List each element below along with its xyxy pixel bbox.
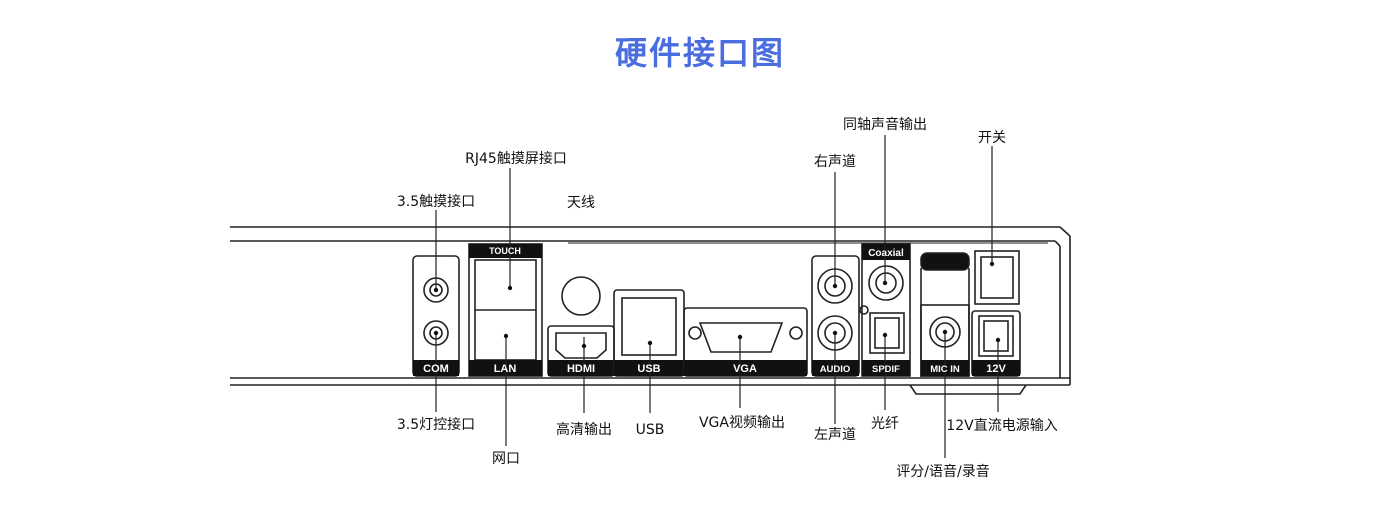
callout-vga-output: VGA视频输出: [699, 415, 785, 431]
antenna-connector: [561, 276, 601, 316]
coaxial-port-label: Coaxial: [868, 248, 904, 259]
dc-12v-port-block: [971, 310, 1021, 377]
page-title: 硬件接口图: [614, 34, 785, 72]
spdif-port-label: SPDIF: [872, 364, 900, 375]
callout-usb: USB: [636, 422, 665, 438]
dc-12v-port-label: 12V: [986, 363, 1006, 375]
callout-right-channel: 右声道: [814, 154, 856, 170]
vga-port-block: [683, 307, 808, 377]
callout-rj45-touch: RJ45触摸屏接口: [465, 150, 567, 167]
callout-coaxial-audio: 同轴声音输出: [843, 116, 927, 133]
leader-dots: [433, 261, 1001, 349]
callout-left-channel: 左声道: [814, 427, 856, 443]
callout-touch-35: 3.5触摸接口: [397, 193, 475, 210]
callout-mic: 评分/语音/录音: [896, 463, 989, 480]
audio-port-label: AUDIO: [820, 364, 851, 375]
callout-power-switch: 开关: [978, 130, 1006, 146]
touch-port-label: TOUCH: [489, 246, 521, 256]
power-switch: [974, 250, 1020, 305]
leader-lines: [435, 135, 999, 458]
usb-port-label: USB: [637, 363, 660, 375]
callout-network: 网口: [492, 451, 520, 467]
com-port-label: COM: [423, 363, 449, 375]
lan-port-label: LAN: [494, 363, 517, 375]
callout-12v-power-input: 12V直流电源输入: [946, 417, 1057, 434]
usb-port-block: [613, 289, 685, 377]
hdmi-port-label: HDMI: [567, 363, 595, 375]
spdif-port-block: [859, 243, 911, 377]
mic-in-port-label: MIC IN: [930, 364, 960, 375]
callout-hd-output: 高清输出: [556, 421, 612, 438]
device-chassis: [230, 226, 1071, 395]
callout-light-35: 3.5灯控接口: [397, 416, 475, 433]
callout-optical: 光纤: [871, 416, 899, 432]
callout-antenna: 天线: [567, 195, 595, 211]
vga-port-label: VGA: [733, 363, 757, 375]
